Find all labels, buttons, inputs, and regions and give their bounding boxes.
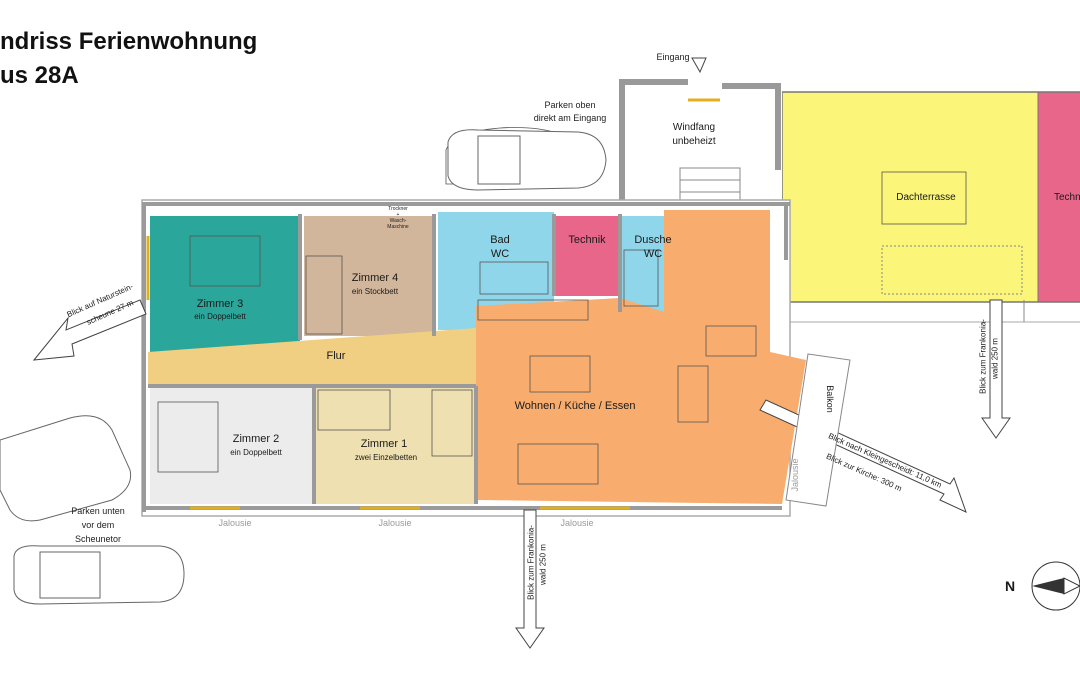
dusche-sub: WC <box>643 248 663 260</box>
wohnen-label: Wohnen / Küche / Essen <box>514 400 636 412</box>
zimmer3-sub: ein Doppelbett <box>194 312 246 321</box>
car-bottom-icon <box>13 545 185 605</box>
dusche-area <box>622 216 664 312</box>
jalousie-label-1: Jalousie <box>218 518 252 528</box>
zimmer4-sub: ein Stockbett <box>351 287 399 296</box>
zimmer3-area <box>150 216 300 352</box>
blick-frank-r-line1: Blick zum Frankonia- <box>978 319 988 394</box>
parken-oben-line1: Parken oben <box>544 100 596 110</box>
appliance-line3: Wasch- <box>389 218 407 224</box>
car-left-icon <box>0 415 132 522</box>
zimmer1-area <box>316 388 474 504</box>
technik2-label: Techn <box>1054 192 1080 203</box>
windfang-sub: unbeheizt <box>672 136 716 147</box>
plan-title-line2: us 28A <box>0 62 79 89</box>
dachterrasse-label: Dachterrasse <box>896 192 956 203</box>
jalousie-label-balkon: Jalousie <box>790 458 800 492</box>
balkon-area <box>785 353 851 507</box>
wohnen-area <box>476 210 806 504</box>
balkon-label: Balkon <box>825 385 835 413</box>
eingang-label: Eingang <box>656 52 690 62</box>
appliance-line1: Trockner <box>388 206 408 212</box>
compass-icon <box>1031 561 1080 611</box>
technik2-area <box>1038 92 1080 302</box>
dusche-label: Dusche <box>634 234 672 246</box>
blick-frank-v-line2: wald 250 m <box>538 544 548 585</box>
arrow-frankonia-bottom <box>515 509 545 649</box>
arrow-frankonia-right <box>981 299 1011 439</box>
jalousie-label-3: Jalousie <box>560 518 594 528</box>
zimmer4-area <box>304 216 434 336</box>
bad-sub: WC <box>490 248 510 260</box>
arrow-naturstein <box>32 299 147 361</box>
dachterrasse-area <box>782 92 1038 302</box>
windfang-label: Windfang <box>672 122 716 133</box>
zimmer1-label: Zimmer 1 <box>360 438 408 450</box>
zimmer2-label: Zimmer 2 <box>232 433 280 445</box>
zimmer2-sub: ein Doppelbett <box>230 448 282 457</box>
parken-oben-line2: direkt am Eingang <box>533 113 607 123</box>
car-top-icon <box>447 129 607 191</box>
appliance-note: Trockner + Wasch- Maschine <box>380 206 416 230</box>
blick-frank-r-line2: wald 250 m <box>990 338 1000 379</box>
zimmer4-label: Zimmer 4 <box>351 272 399 284</box>
jalousie-label-2: Jalousie <box>378 518 412 528</box>
parken-unten-line2: vor dem <box>81 520 115 530</box>
parken-unten-line3: Scheunetor <box>74 534 122 544</box>
plan-title-line1: ndriss Ferienwohnung <box>0 28 258 55</box>
flur-label: Flur <box>326 350 346 362</box>
flur-area <box>148 328 476 384</box>
bad-label: Bad <box>490 234 510 246</box>
parken-unten-line1: Parken unten <box>71 506 125 516</box>
zimmer1-sub: zwei Einzelbetten <box>354 453 418 462</box>
technik-area <box>556 216 618 296</box>
zimmer3-label: Zimmer 3 <box>196 298 244 310</box>
appliance-line4: Maschine <box>387 224 409 230</box>
zimmer2-area <box>150 388 312 504</box>
technik-label: Technik <box>568 234 606 246</box>
blick-frank-v-line1: Blick zum Frankonia- <box>526 525 536 600</box>
appliance-line2: + <box>396 212 400 218</box>
arrow-eingang <box>691 57 707 74</box>
compass-n-label: N <box>1004 578 1016 594</box>
